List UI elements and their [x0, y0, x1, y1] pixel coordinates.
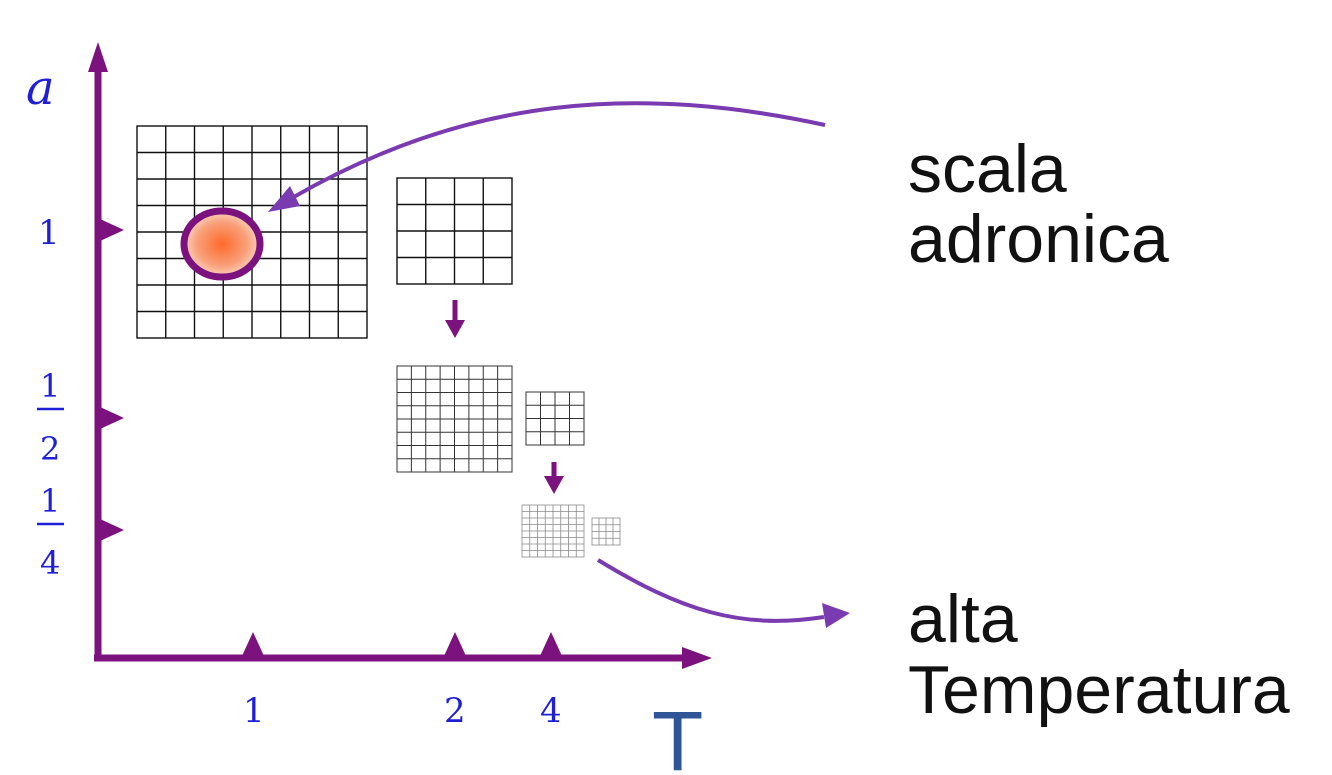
y-tick-1-marker: [100, 219, 124, 241]
x-tick-4-marker: [540, 632, 562, 656]
x-axis-symbol: T: [652, 694, 703, 775]
y-tick-quarter-denominator: 4: [40, 544, 60, 582]
y-tick-quarter-numerator: 1: [40, 482, 60, 520]
y-tick-label-1: 1: [38, 213, 60, 253]
x-tick-1-marker: [242, 632, 264, 656]
lattice-grid-finest-large: [521, 504, 585, 558]
refinement-arrows: [445, 300, 564, 494]
high-temperature-arrowhead: [822, 603, 850, 628]
x-axis-arrowhead: [682, 647, 712, 669]
lattice-grid-coarse-small: [396, 177, 513, 285]
x-tick-label-2: 2: [444, 691, 466, 731]
lattice-grid-fine-large: [396, 365, 513, 473]
down-arrow-1-head: [445, 320, 465, 338]
y-tick-label-half: 1 2: [37, 367, 64, 468]
x-tick-label-1: 1: [243, 691, 265, 731]
hadronic-scale-arrow: [290, 101, 826, 200]
high-temperature-label-line1: alta: [908, 581, 1018, 657]
axes: [88, 42, 712, 669]
y-tick-half-denominator: 2: [40, 430, 60, 468]
y-axis-symbol: a: [26, 60, 55, 116]
hadronic-scale-label-line1: scala: [908, 131, 1067, 207]
high-temperature-arrow: [596, 558, 825, 623]
y-axis-arrowhead: [88, 42, 108, 72]
hadronic-scale-label-line2: adronica: [908, 201, 1169, 277]
hadron-blob: [180, 207, 264, 281]
x-tick-2-marker: [444, 632, 466, 656]
hadronic-scale-arrowhead: [268, 186, 300, 212]
y-tick-quarter-marker: [100, 519, 124, 541]
y-tick-label-quarter: 1 4: [37, 482, 64, 582]
lattice-grids: [136, 125, 621, 558]
y-tick-half-marker: [100, 407, 124, 429]
x-tick-label-4: 4: [540, 691, 562, 731]
lattice-grid-fine-small: [525, 391, 585, 446]
down-arrow-2-head: [544, 476, 564, 494]
lattice-grid-finest-small: [591, 517, 621, 546]
y-tick-half-numerator: 1: [40, 367, 60, 405]
high-temperature-label-line2: Temperatura: [908, 652, 1290, 728]
annotation-arrows: [268, 101, 850, 628]
